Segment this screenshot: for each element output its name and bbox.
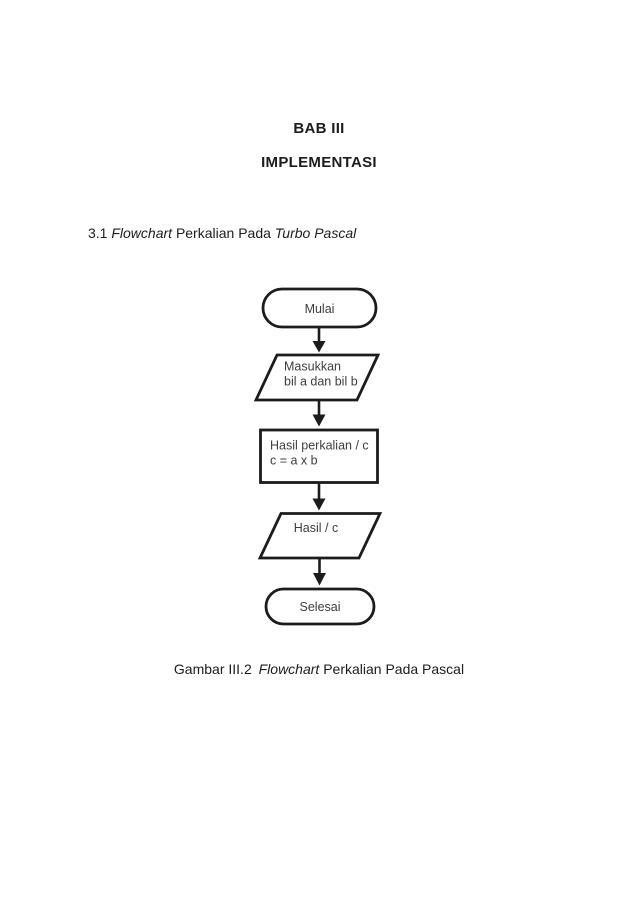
process-rectangle-shape bbox=[259, 428, 379, 484]
caption-word-flowchart: Flowchart bbox=[258, 661, 320, 677]
input-label-line1: Masukkan bbox=[284, 360, 341, 374]
caption-number: Gambar III.2 bbox=[173, 661, 252, 677]
caption-suffix: Perkalian Pada Pascal bbox=[323, 661, 465, 677]
section-word-flowchart: Flowchart bbox=[111, 225, 173, 241]
arrow-connector-1 bbox=[312, 328, 326, 353]
output-label: Hasil / c bbox=[294, 521, 338, 535]
input-label-line2: bil a dan bil b bbox=[284, 375, 358, 389]
start-terminator-shape bbox=[261, 287, 378, 329]
section-word-turbo-pascal: Turbo Pascal bbox=[274, 225, 357, 241]
input-parallelogram-shape bbox=[253, 353, 381, 402]
section-number: 3.1 bbox=[88, 225, 108, 241]
end-terminator-shape bbox=[264, 587, 376, 626]
start-terminator-label: Mulai bbox=[305, 302, 335, 316]
arrow-connector-2 bbox=[312, 401, 326, 427]
arrow-connector-4 bbox=[313, 559, 326, 586]
figure-caption: Gambar III.2 Flowchart Perkalian Pada Pa… bbox=[0, 661, 638, 677]
end-terminator-label: Selesai bbox=[300, 600, 341, 614]
flowchart-figure: Mulai Masukkan bil a dan bil b Hasil per… bbox=[253, 287, 383, 626]
output-parallelogram-shape bbox=[257, 512, 383, 560]
section-heading: 3.1 Flowchart Perkalian Pada Turbo Pasca… bbox=[88, 225, 356, 241]
arrow-connector-3 bbox=[312, 483, 326, 511]
chapter-title: BAB III bbox=[293, 120, 345, 137]
section-word-middle: Perkalian Pada bbox=[175, 225, 271, 241]
chapter-subtitle: IMPLEMENTASI bbox=[261, 154, 377, 171]
process-label-line1: Hasil perkalian / c bbox=[270, 439, 369, 453]
process-label-line2: c = a x b bbox=[270, 454, 318, 468]
